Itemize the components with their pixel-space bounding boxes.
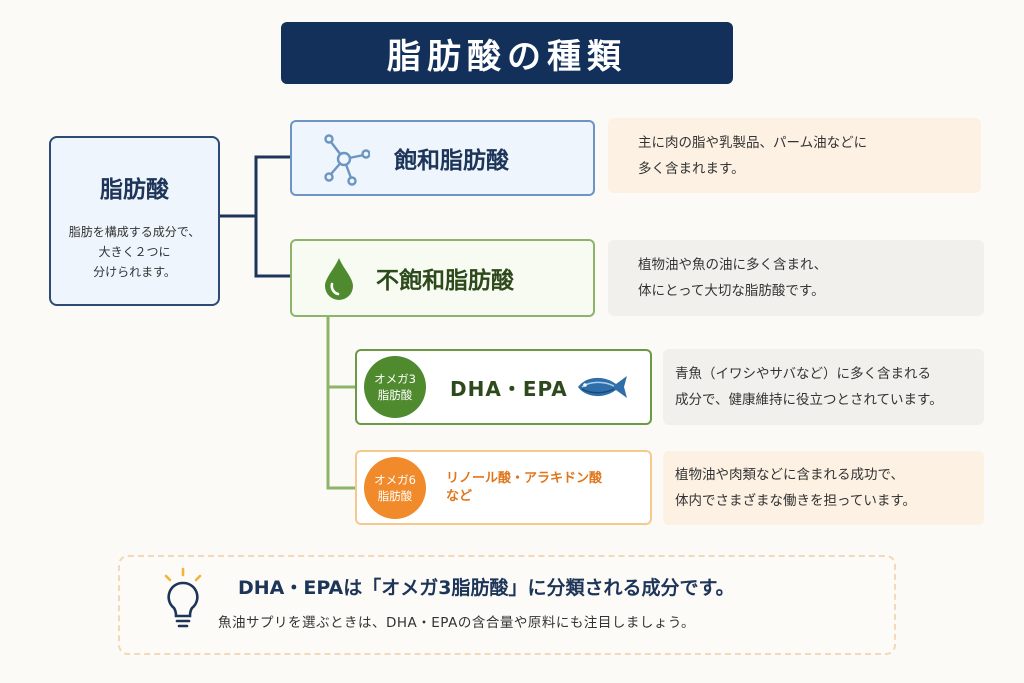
page-title: 脂肪酸の種類	[281, 22, 733, 84]
saturated-note: 主に肉の脂や乳製品、パーム油などに 多く含まれます。	[608, 118, 981, 193]
root-desc-line: 大きく２つに	[98, 245, 171, 259]
root-node-description: 脂肪を構成する成分で、 大きく２つに 分けられます。	[51, 222, 218, 282]
omega6-note: 植物油や肉類などに含まれる成功で、 体内でさまざまな働きを担っています。	[663, 451, 984, 525]
tip-subtext: 魚油サプリを選ぶときは、DHA・EPAの含合量や原料にも注目しましょう。	[218, 615, 696, 631]
omega3-badge-line: 脂肪酸	[377, 388, 413, 402]
saturated-fatty-acid-node: 飽和脂肪酸	[290, 120, 595, 196]
tip-box: DHA・EPAは「オメガ3脂肪酸」に分類される成分です。 魚油サプリを選ぶときは…	[118, 555, 896, 655]
omega3-note-line: 成分で、健康維持に役立つとされています。	[675, 392, 943, 408]
omega6-badge: オメガ6 脂肪酸	[364, 456, 426, 519]
omega3-node: オメガ3 脂肪酸 DHA・EPA	[355, 349, 652, 425]
omega3-label: DHA・EPA	[450, 376, 568, 401]
droplet-icon	[325, 258, 353, 300]
omega6-node: オメガ6 脂肪酸 リノール酸・アラキドン酸 など	[355, 450, 652, 525]
unsaturated-note: 植物油や魚の油に多く含まれ、 体にとって大切な脂肪酸です。	[608, 240, 984, 316]
unsaturated-note-line: 体にとって大切な脂肪酸です。	[638, 283, 825, 299]
omega3-note-line: 青魚（イワシやサバなど）に多く含まれる	[675, 366, 931, 382]
omega6-label-line: など	[446, 488, 473, 504]
unsaturated-note-line: 植物油や魚の油に多く含まれ、	[638, 257, 828, 273]
root-node-fatty-acid: 脂肪酸 脂肪を構成する成分で、 大きく２つに 分けられます。	[49, 136, 220, 306]
saturated-note-line: 多く含まれます。	[638, 160, 745, 177]
root-desc-line: 分けられます。	[93, 265, 176, 279]
root-desc-line: 脂肪を構成する成分で、	[68, 225, 201, 239]
omega3-note: 青魚（イワシやサバなど）に多く含まれる 成分で、健康維持に役立つとされています。	[663, 349, 984, 425]
unsaturated-fatty-acid-node: 不飽和脂肪酸	[290, 239, 595, 317]
omega6-badge-line: 脂肪酸	[377, 488, 413, 503]
omega6-note-line: 体内でさまざまな働きを担っています。	[675, 493, 916, 509]
unsaturated-label: 不飽和脂肪酸	[376, 268, 514, 294]
omega6-note-line: 植物油や肉類などに含まれる成功で、	[675, 467, 904, 483]
omega6-label-line: リノール酸・アラキドン酸	[446, 470, 603, 486]
saturated-note-line: 主に肉の脂や乳製品、パーム油などに	[638, 134, 868, 151]
fish-icon	[577, 376, 627, 398]
root-node-name: 脂肪酸	[100, 177, 169, 203]
saturated-label: 飽和脂肪酸	[394, 148, 509, 174]
omega3-badge-line: オメガ3	[374, 372, 416, 386]
tip-headline: DHA・EPAは「オメガ3脂肪酸」に分類される成分です。	[238, 577, 735, 599]
omega3-badge: オメガ3 脂肪酸	[364, 356, 426, 418]
lightbulb-icon	[164, 567, 202, 628]
omega6-badge-line: オメガ6	[374, 472, 416, 487]
molecule-icon	[324, 134, 370, 186]
omega6-label: リノール酸・アラキドン酸 など	[446, 470, 602, 506]
